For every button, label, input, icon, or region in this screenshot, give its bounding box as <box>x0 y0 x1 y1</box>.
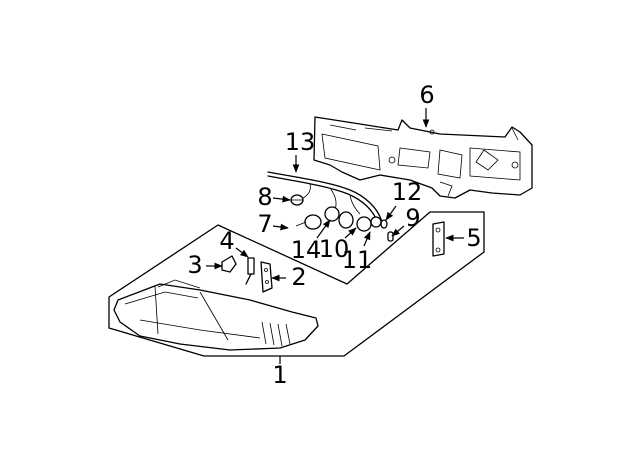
callout-3: 3 <box>187 251 202 279</box>
callout-9: 9 <box>405 204 420 232</box>
callout-5: 5 <box>466 224 481 252</box>
clip-9 <box>387 231 394 242</box>
leader-lines <box>206 108 464 364</box>
radiator-support-panel <box>313 116 533 199</box>
bulb-10 <box>338 211 354 229</box>
callout-7: 7 <box>257 210 272 238</box>
bracket-2 <box>260 261 273 293</box>
callout-1: 1 <box>272 361 287 389</box>
callout-13: 13 <box>285 128 316 156</box>
callout-6: 6 <box>419 81 434 109</box>
headlamp-assembly <box>113 279 319 351</box>
callout-10: 10 <box>319 235 350 263</box>
callout-14: 14 <box>291 236 322 264</box>
bolt-4 <box>245 257 255 285</box>
adjuster-3 <box>221 255 237 273</box>
callout-12: 12 <box>392 178 423 206</box>
assembly-outline <box>108 211 485 357</box>
clip-12 <box>380 219 388 229</box>
callout-8: 8 <box>257 183 272 211</box>
bulb-14 <box>324 206 340 222</box>
bulb-socket-7 <box>295 214 322 230</box>
bracket-5 <box>432 221 445 257</box>
socket-11 <box>356 216 382 232</box>
bulb-socket-8 <box>290 194 304 206</box>
callout-4: 4 <box>219 227 234 255</box>
callout-2: 2 <box>291 263 306 291</box>
callout-11: 11 <box>342 246 373 274</box>
